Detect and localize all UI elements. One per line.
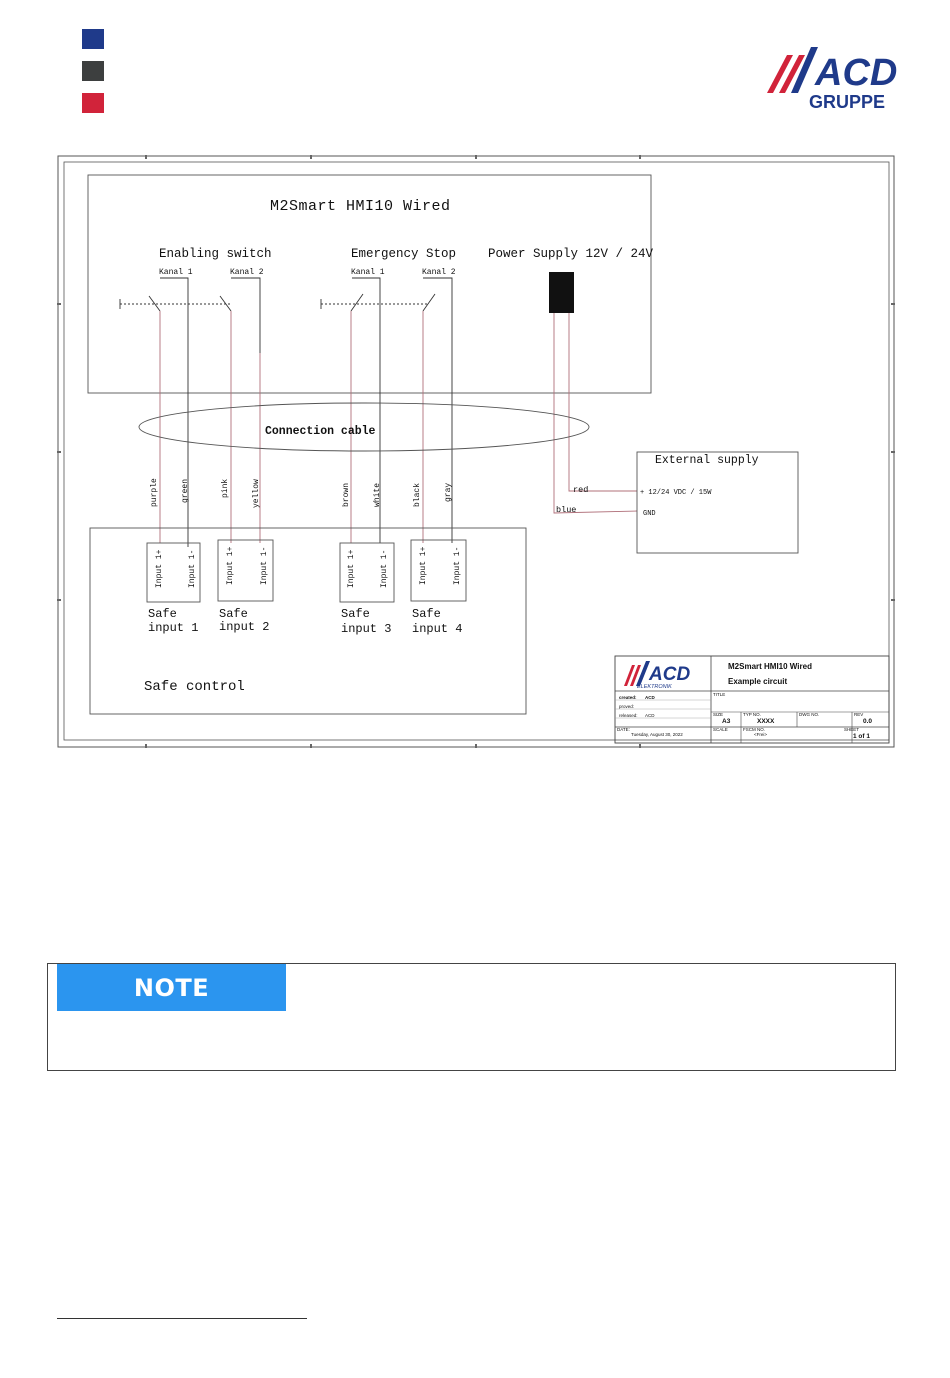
safe-input-3-block xyxy=(339,542,395,603)
diagram-title: M2Smart HMI10 Wired xyxy=(270,198,451,215)
tb-released-value: ACD xyxy=(645,713,655,718)
si1-input-minus: Input 1- xyxy=(188,550,197,588)
footnote-separator xyxy=(57,1318,307,1319)
supply-plus-label: + 12/24 VDC / 15W xyxy=(640,489,712,497)
safe-control-box xyxy=(89,527,527,715)
connection-cable-ellipse xyxy=(138,402,590,452)
tb-name: M2Smart HMI10 Wired xyxy=(728,662,812,671)
tb-sheet-label: SHEET xyxy=(844,727,859,732)
tb-fscm-value: <Frei> xyxy=(754,732,767,737)
wire-label-gray: gray xyxy=(444,483,453,502)
power-supply-label: Power Supply 12V / 24V xyxy=(488,247,654,261)
tb-logo-sub: ELEKTRONIK xyxy=(637,684,672,690)
enabling-switch-label: Enabling switch xyxy=(159,247,272,261)
si2-input-plus: Input 1+ xyxy=(226,546,235,585)
tb-fscm-label: FSCM NO. xyxy=(743,727,765,732)
note-box: NOTE xyxy=(47,963,896,1071)
si3-input-minus: Input 1- xyxy=(380,550,389,588)
connection-cable-label: Connection cable xyxy=(265,425,376,438)
tb-sheet-value: 1 of 1 xyxy=(853,733,870,740)
safe-input-1-line1: Safe xyxy=(148,607,177,621)
wire-label-black: black xyxy=(413,483,422,507)
si1-input-plus: Input 1+ xyxy=(155,549,164,588)
estop-kanal1: Kanal 1 xyxy=(351,268,385,277)
brand-square-gray xyxy=(82,61,104,81)
logo-subtext: GRUPPE xyxy=(809,92,885,112)
safe-control-label: Safe control xyxy=(144,679,245,695)
estop-kanal2: Kanal 2 xyxy=(422,268,456,277)
external-supply-box xyxy=(636,451,799,554)
tb-date-label: DATE: xyxy=(617,727,630,732)
safe-input-4-line1: Safe xyxy=(412,607,441,621)
external-supply-label: External supply xyxy=(655,454,759,467)
logo-text: ACD xyxy=(814,52,897,94)
wire-label-red: red xyxy=(573,485,588,495)
safe-input-4-block xyxy=(410,539,467,602)
tb-typ-value: XXXX xyxy=(757,718,775,725)
es-kanal1: Kanal 1 xyxy=(159,268,193,277)
brand-square-blue xyxy=(82,29,104,49)
si3-input-plus: Input 1+ xyxy=(347,549,356,588)
si4-input-plus: Input 1+ xyxy=(419,546,428,585)
safe-input-2-line2: input 2 xyxy=(219,620,269,634)
tb-rev-value: 0.0 xyxy=(863,718,872,725)
title-block: ACD ELEKTRONIK M2Smart HMI10 Wired Examp… xyxy=(614,655,890,744)
tb-rev-label: REV xyxy=(854,712,863,717)
wire-label-yellow: yellow xyxy=(252,479,261,508)
safe-input-2-line1: Safe xyxy=(219,607,248,621)
tb-title-label: TITLE xyxy=(713,692,725,697)
tb-scale-label: SCALE xyxy=(713,727,728,732)
tb-size-value: A3 xyxy=(722,718,731,725)
wire-label-white: white xyxy=(373,483,382,507)
wire-label-blue: blue xyxy=(556,505,576,515)
safe-input-4-line2: input 4 xyxy=(412,622,462,636)
note-label: NOTE xyxy=(57,964,286,1011)
tb-created-label: created: xyxy=(619,695,637,700)
tb-size-label: SIZE xyxy=(713,712,723,717)
tb-released-label: released: xyxy=(619,713,638,718)
es-kanal2: Kanal 2 xyxy=(230,268,264,277)
safe-input-1-line2: input 1 xyxy=(148,621,198,635)
tb-logo: ACD xyxy=(648,664,690,685)
acd-gruppe-logo: ACD GRUPPE xyxy=(765,45,925,115)
gnd-label: GND xyxy=(643,510,656,518)
wire-label-green: green xyxy=(181,479,190,503)
tb-typ-label: TYP NO. xyxy=(743,712,761,717)
wire-label-purple: purple xyxy=(150,478,159,507)
tb-proved-label: proved: xyxy=(619,704,634,709)
safe-input-3-line1: Safe xyxy=(341,607,370,621)
power-supply-block xyxy=(549,272,574,313)
wiring-diagram: M2Smart HMI10 Wired Enabling switch Emer… xyxy=(57,155,895,749)
wire-label-pink: pink xyxy=(221,479,230,498)
safe-input-1-block xyxy=(146,542,201,603)
tb-created-value: ACD xyxy=(645,695,655,700)
safe-input-3-line2: input 3 xyxy=(341,622,391,636)
si2-input-minus: Input 1- xyxy=(260,547,269,585)
wire-label-brown: brown xyxy=(342,483,351,507)
tb-dwg-label: DWG NO. xyxy=(799,712,819,717)
safe-input-2-block xyxy=(217,539,274,602)
tb-date-value: Tuesday, August 30, 2022 xyxy=(631,732,683,737)
emergency-stop-label: Emergency Stop xyxy=(351,247,456,261)
brand-square-red xyxy=(82,93,104,113)
si4-input-minus: Input 1- xyxy=(453,547,462,585)
tb-subtitle: Example circuit xyxy=(728,677,787,686)
hmi-device-box xyxy=(87,174,652,394)
